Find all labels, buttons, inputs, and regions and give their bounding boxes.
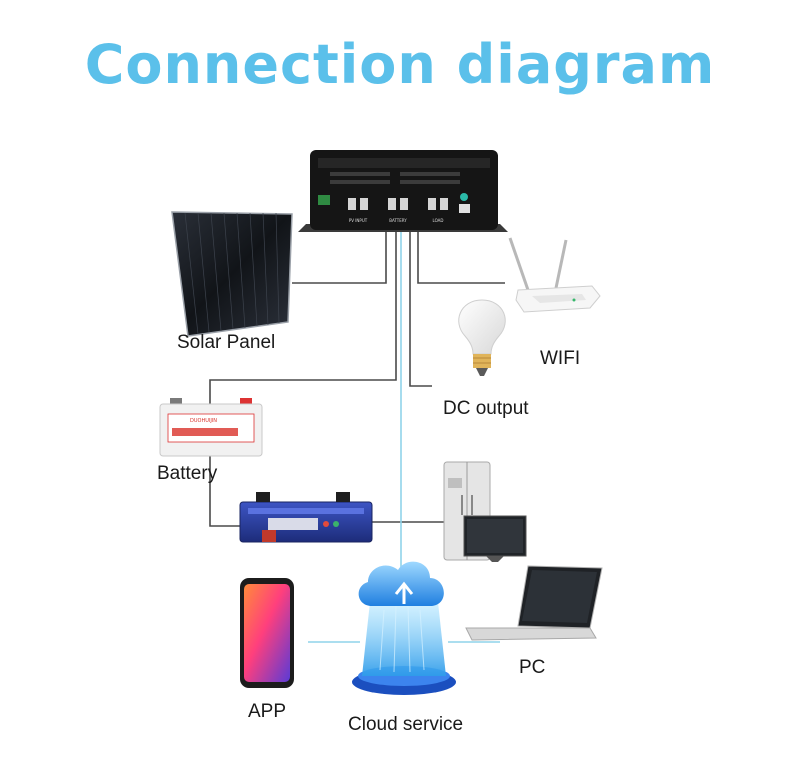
tv-icon bbox=[463, 515, 527, 562]
label-battery: Battery bbox=[157, 463, 218, 484]
wire-controller-left bbox=[209, 440, 240, 527]
inverter: PV INPUT BATTERY LOAD bbox=[298, 150, 508, 232]
wire-wifi bbox=[417, 228, 505, 284]
smartphone-icon bbox=[240, 578, 294, 688]
wifi-router-icon bbox=[508, 237, 601, 313]
inverter-port-load: LOAD bbox=[433, 218, 444, 223]
inverter-status-led bbox=[460, 193, 468, 201]
label-solar-panel: Solar Panel bbox=[177, 332, 276, 353]
solar-panel-icon bbox=[171, 211, 293, 337]
inverter-terminals bbox=[348, 198, 448, 210]
laptop-icon bbox=[465, 565, 603, 641]
label-cloud-service: Cloud service bbox=[348, 714, 464, 735]
label-dc-output: DC output bbox=[443, 398, 529, 419]
inverter-port-battery: BATTERY bbox=[389, 218, 407, 223]
label-app: APP bbox=[248, 701, 287, 722]
inverter-port-pv: PV INPUT bbox=[349, 218, 368, 223]
data-links bbox=[308, 228, 500, 643]
cloud-service-icon bbox=[352, 561, 456, 695]
wire-dc-output bbox=[409, 228, 432, 387]
charge-controller-icon bbox=[239, 492, 373, 543]
label-pc: PC bbox=[519, 657, 546, 678]
light-bulb-icon bbox=[458, 299, 506, 376]
inverter-rj45 bbox=[459, 204, 470, 213]
battery-brand: DUOHUIJIN bbox=[190, 418, 217, 424]
label-wifi: WIFI bbox=[540, 348, 581, 369]
inverter-vents bbox=[330, 172, 460, 184]
battery-icon: DUOHUIJIN bbox=[159, 398, 263, 457]
wire-solar bbox=[292, 228, 387, 284]
inverter-green-port bbox=[318, 195, 330, 205]
diagram-title: Connection diagram bbox=[84, 33, 716, 96]
